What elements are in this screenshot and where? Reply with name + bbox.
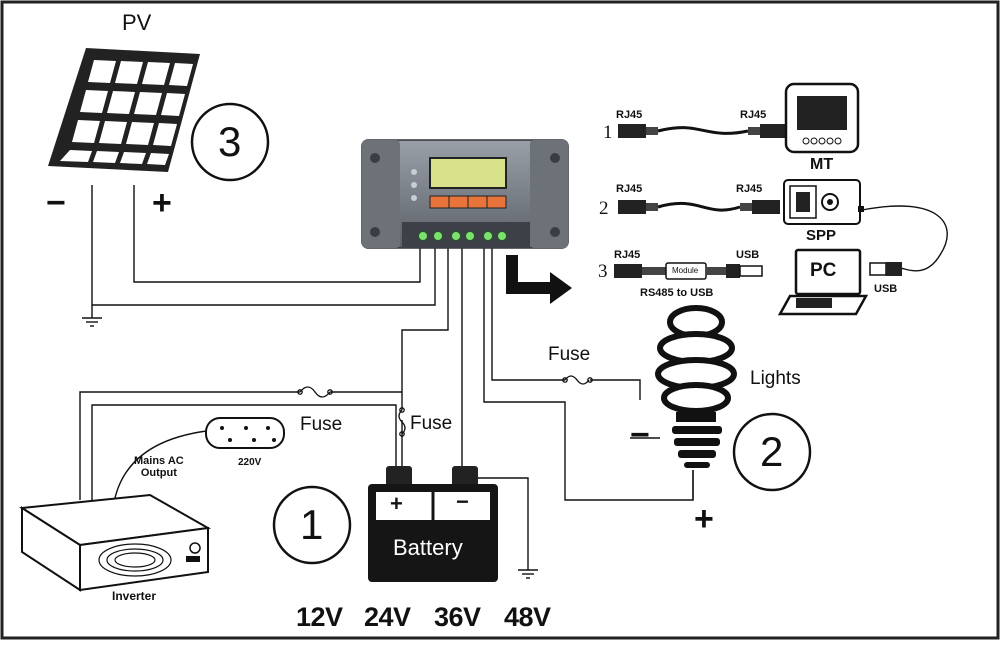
mt-label: MT [810,156,834,173]
pv-label: PV [122,10,152,35]
cable2-index: 2 [599,198,609,219]
cable-3 [614,262,763,280]
battery-number-circle [272,485,352,565]
usb-label: USB [874,283,898,295]
battery-body [368,466,498,582]
lights-fuse-label: Fuse [548,344,591,365]
mains-ac-output-label: Mains AC Output [134,455,184,479]
pv-plus-sign: + [152,184,172,222]
module-label: Module [672,266,699,275]
lights-number: 2 [760,428,784,475]
spp-label: SPP [806,227,837,244]
inverter-unit [19,493,212,592]
lights-minus-sign: − [630,416,650,454]
pc-laptop [777,248,869,316]
cable2-right-label: RJ45 [736,183,763,195]
cable3-left-label: RJ45 [614,249,641,261]
inverter-fuse-label: Fuse [300,414,343,435]
battery-label: Battery [393,535,463,560]
voltage-24v: 24V [364,602,411,632]
spp-device [783,179,864,225]
pv-number: 3 [218,118,242,165]
pv-panel [48,48,200,172]
cable3-index: 3 [598,261,608,282]
socket-220v-label: 220V [238,457,262,468]
battery-fuse-label: Fuse [410,413,453,434]
lights-label: Lights [750,368,801,389]
cable2-left-label: RJ45 [616,183,643,195]
voltage-12v: 12V [296,602,343,632]
lights-plus-sign: + [694,500,714,538]
voltage-36v: 36V [434,602,481,632]
battery-plus-sign: + [390,491,403,516]
cable1-left-label: RJ45 [616,109,643,121]
cfl-bulb [655,305,737,468]
fuse-symbols [297,375,593,437]
voltage-48v: 48V [504,602,551,632]
usb-plug [869,262,902,276]
cable1-index: 1 [603,122,613,143]
battery-minus-sign: − [456,489,469,514]
mt-meter [784,82,860,154]
pc-label: PC [810,260,837,281]
lights-number-circle [732,412,812,492]
cable-1 [618,124,788,138]
cable-2 [618,200,780,214]
ac-socket [205,417,285,449]
cable3-right-label: USB [736,249,760,261]
inverter-label: Inverter [112,589,157,603]
arrow-icon [506,255,572,304]
controller-lcd [429,157,507,189]
pv-number-circle [190,102,270,182]
charge-controller [361,139,569,249]
cable1-right-label: RJ45 [740,109,767,121]
battery-number: 1 [300,501,324,548]
rs485-caption: RS485 to USB [640,287,714,299]
pv-minus-sign: − [46,184,66,222]
